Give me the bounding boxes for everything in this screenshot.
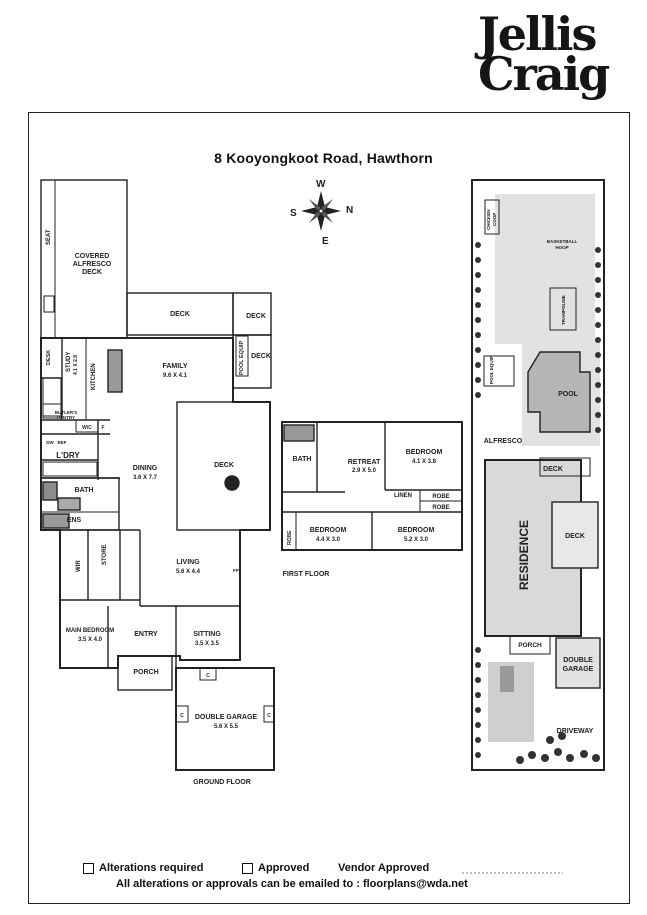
brand-line-2: Craig (478, 47, 610, 101)
label-site-deck-1: DECK (543, 466, 563, 473)
label-butlers: BUTLER'S (55, 410, 77, 415)
alterations-checkbox[interactable] (83, 863, 94, 874)
label-seat: SEAT (46, 229, 52, 245)
label-bedroom-b: BEDROOM (310, 527, 347, 534)
label-dining-dim: 3.6 X 7.7 (133, 475, 158, 481)
label-pantry: PANTRY (57, 415, 75, 420)
label-entry: ENTRY (134, 631, 158, 638)
compass-n: N (346, 205, 353, 216)
label-bedroom-b-dim: 4.4 X 3.0 (316, 537, 341, 543)
label-study: STUDY (66, 352, 72, 372)
label-residence: RESIDENCE (517, 520, 531, 590)
label-dw: DW (46, 440, 54, 445)
label-driveway: DRIVEWAY (557, 728, 594, 735)
compass-w: W (316, 179, 326, 190)
label-trampoline: TRAMPOLINE (561, 295, 566, 325)
deck-centre-area (176, 401, 271, 531)
label-ens: ENS (67, 517, 82, 524)
label-linen: LINEN (394, 493, 412, 499)
label-cupboard-3: C (267, 713, 271, 719)
label-bedroom-c-dim: 5.2 X 3.0 (404, 537, 429, 543)
label-site-deck-2: DECK (565, 533, 585, 540)
label-deck-right2: DECK (251, 353, 271, 360)
label-double-garage-dim: 5.6 X 5.5 (214, 724, 239, 730)
label-study-dim: 4.1 X 2.8 (73, 355, 79, 375)
label-site-garage: GARAGE (563, 666, 594, 673)
label-living: LIVING (176, 559, 200, 566)
approved-label: Approved (258, 862, 310, 874)
label-deck-centre: DECK (214, 462, 234, 469)
label-robe-1: ROBE (432, 494, 449, 500)
label-living-dim: 5.6 X 4.4 (176, 569, 201, 575)
email-instructions: All alterations or approvals can be emai… (116, 878, 468, 890)
vendor-approved-label: Vendor Approved (338, 862, 430, 874)
label-site-porch: PORCH (518, 642, 542, 649)
label-dining: DINING (133, 465, 158, 472)
compass-rose (301, 191, 341, 231)
label-robe-3: ROBE (287, 530, 293, 545)
label-sitting-dim: 3.5 X 3.5 (195, 641, 220, 647)
label-family-dim: 9.6 X 4.1 (163, 373, 188, 379)
label-ff-bath: BATH (293, 456, 312, 463)
compass-e: E (322, 236, 329, 247)
label-retreat: RETREAT (348, 459, 381, 466)
label-bedroom-a: BEDROOM (406, 449, 443, 456)
label-family: FAMILY (162, 363, 187, 370)
label-porch: PORCH (133, 669, 158, 676)
label-f: F (101, 425, 104, 431)
label-main-bedroom-dim: 3.5 X 4.0 (78, 637, 103, 643)
brand-logo: Jellis Craig (478, 7, 618, 101)
label-chicken: CHICKEN (486, 209, 491, 230)
label-pool: POOL (558, 391, 579, 398)
label-bedroom-a-dim: 4.1 X 3.8 (412, 459, 437, 465)
label-laundry: L'DRY (56, 451, 80, 460)
label-pool-equip: POOL EQUIP (239, 341, 245, 375)
brand-line-1: Jellis (478, 7, 597, 61)
label-site-pool-equip: POOL EQUIP (489, 356, 494, 384)
label-basketball: BASKETBALL (547, 239, 578, 244)
label-wc: W/C (82, 425, 92, 431)
compass-s: S (290, 208, 297, 219)
plan-frame (28, 112, 630, 904)
label-double-garage: DOUBLE GARAGE (195, 714, 258, 721)
label-coop: COOP (492, 213, 497, 226)
label-desk: DESK (46, 350, 52, 365)
label-ref: REF (58, 440, 67, 445)
label-store: STORE (102, 544, 108, 565)
label-bath: BATH (75, 487, 94, 494)
label-wir: WIR (76, 560, 82, 572)
label-bedroom-c: BEDROOM (398, 527, 435, 534)
label-sitting: SITTING (193, 631, 221, 638)
label-site-double: DOUBLE (563, 657, 593, 664)
alterations-label: Alterations required (99, 862, 204, 874)
label-alfresco: ALFRESCO (484, 438, 523, 445)
label-alfresco-deck: DECK (82, 269, 102, 276)
label-main-bedroom: MAIN BEDROOM (66, 628, 114, 634)
label-covered: COVERED (75, 253, 110, 260)
label-robe-2: ROBE (432, 505, 449, 511)
approved-checkbox[interactable] (242, 863, 253, 874)
label-alfresco: ALFRESCO (73, 261, 112, 268)
label-deck-top: DECK (170, 311, 190, 318)
label-retreat-dim: 2.9 X 5.0 (352, 468, 377, 474)
label-deck-right1: DECK (246, 313, 266, 320)
label-fp: FP (233, 568, 239, 573)
property-address: 8 Kooyongkoot Road, Hawthorn (214, 150, 433, 166)
label-cupboard-2: C (180, 713, 184, 719)
site-trees (475, 242, 601, 764)
label-first-floor: FIRST FLOOR (283, 571, 330, 578)
label-kitchen: KITCHEN (91, 363, 97, 390)
label-ground-floor: GROUND FLOOR (193, 779, 251, 786)
porch-area (117, 655, 173, 691)
label-cupboard-1: C (206, 673, 210, 679)
site-boundary (471, 179, 605, 771)
label-hoop: HOOP (555, 245, 568, 250)
